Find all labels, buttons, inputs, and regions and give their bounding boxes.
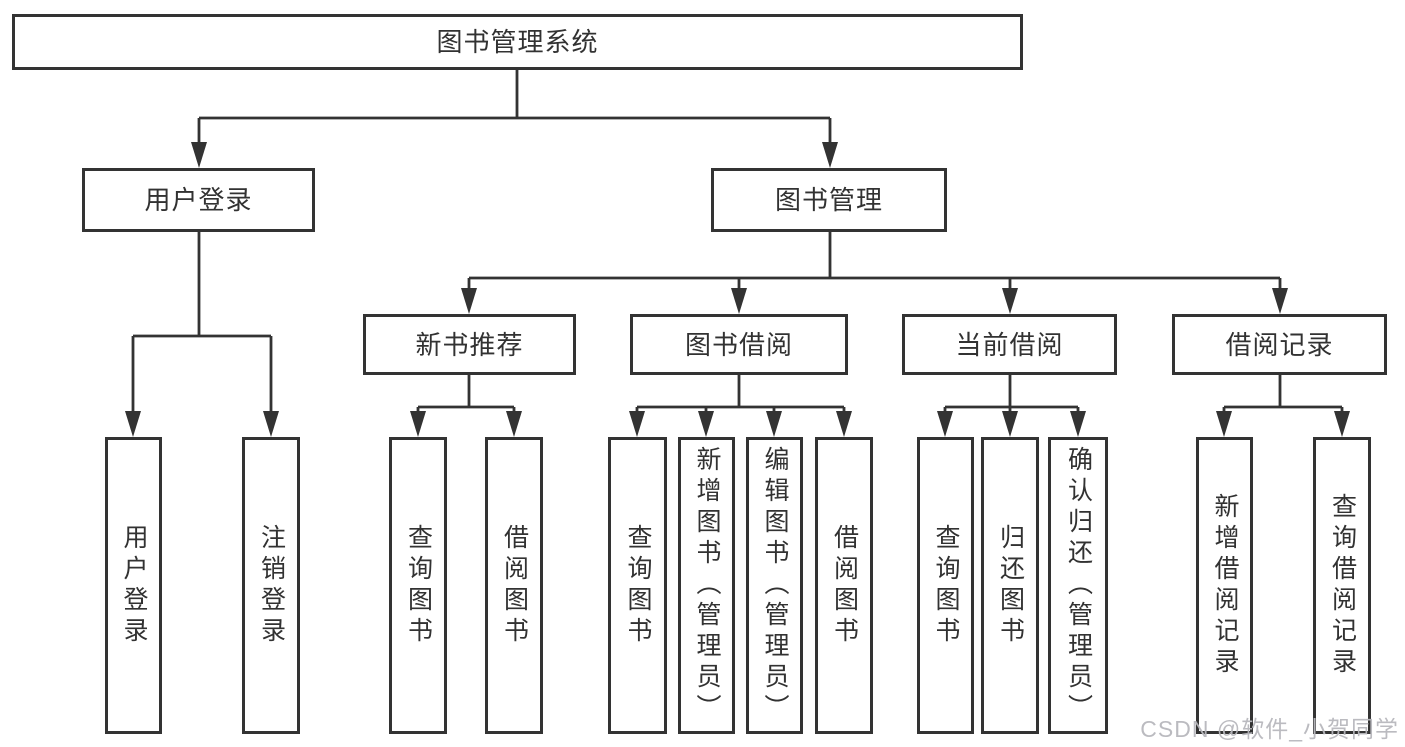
node-leaf-add-borrow-record: 新增借阅记录 xyxy=(1196,437,1253,734)
node-current-borrowing: 当前借阅 xyxy=(902,314,1117,375)
node-label: 注销登录 xyxy=(257,523,286,648)
node-label: 查询图书 xyxy=(624,523,652,648)
node-label: 查询借阅记录 xyxy=(1328,492,1357,679)
node-label: 借阅图书 xyxy=(830,523,859,648)
node-leaf-borrow-books-1: 借阅图书 xyxy=(485,437,543,734)
node-leaf-user-login: 用户登录 xyxy=(105,437,162,734)
node-root-library-system: 图书管理系统 xyxy=(12,14,1023,70)
node-book-borrowing: 图书借阅 xyxy=(630,314,848,375)
node-label: 新书推荐 xyxy=(415,329,524,360)
node-borrowing-records: 借阅记录 xyxy=(1172,314,1387,375)
node-leaf-query-books-3: 查询图书 xyxy=(917,437,974,734)
node-leaf-confirm-return-admin: 确认归还（管理员） xyxy=(1048,437,1108,734)
node-leaf-query-borrow-record: 查询借阅记录 xyxy=(1313,437,1371,734)
node-label: 归还图书 xyxy=(996,523,1025,648)
node-label: 借阅图书 xyxy=(500,523,529,648)
node-leaf-query-books-2: 查询图书 xyxy=(608,437,667,734)
node-label: 确认归还（管理员） xyxy=(1064,446,1093,725)
node-label: 用户登录 xyxy=(144,185,253,215)
node-leaf-logout: 注销登录 xyxy=(242,437,300,734)
node-leaf-add-books-admin: 新增图书（管理员） xyxy=(678,437,735,734)
node-leaf-return-books: 归还图书 xyxy=(981,437,1039,734)
node-label: 图书管理系统 xyxy=(436,27,599,57)
csdn-watermark: CSDN @软件_小贺同学 xyxy=(1140,716,1399,742)
node-label: 新增借阅记录 xyxy=(1211,492,1239,679)
node-label: 查询图书 xyxy=(404,523,433,648)
node-label: 图书借阅 xyxy=(684,329,793,360)
node-label: 借阅记录 xyxy=(1225,329,1334,360)
node-new-book-recommend: 新书推荐 xyxy=(363,314,576,375)
node-leaf-edit-books-admin: 编辑图书（管理员） xyxy=(746,437,803,734)
node-label: 查询图书 xyxy=(932,523,960,648)
node-book-management: 图书管理 xyxy=(711,168,947,232)
node-leaf-borrow-books-2: 借阅图书 xyxy=(815,437,873,734)
node-label: 编辑图书（管理员） xyxy=(761,446,789,725)
node-label: 新增图书（管理员） xyxy=(693,446,721,725)
node-label: 用户登录 xyxy=(120,523,148,648)
node-label: 当前借阅 xyxy=(955,329,1064,360)
node-user-login: 用户登录 xyxy=(82,168,315,232)
node-leaf-query-books-1: 查询图书 xyxy=(389,437,447,734)
node-label: 图书管理 xyxy=(774,185,883,215)
